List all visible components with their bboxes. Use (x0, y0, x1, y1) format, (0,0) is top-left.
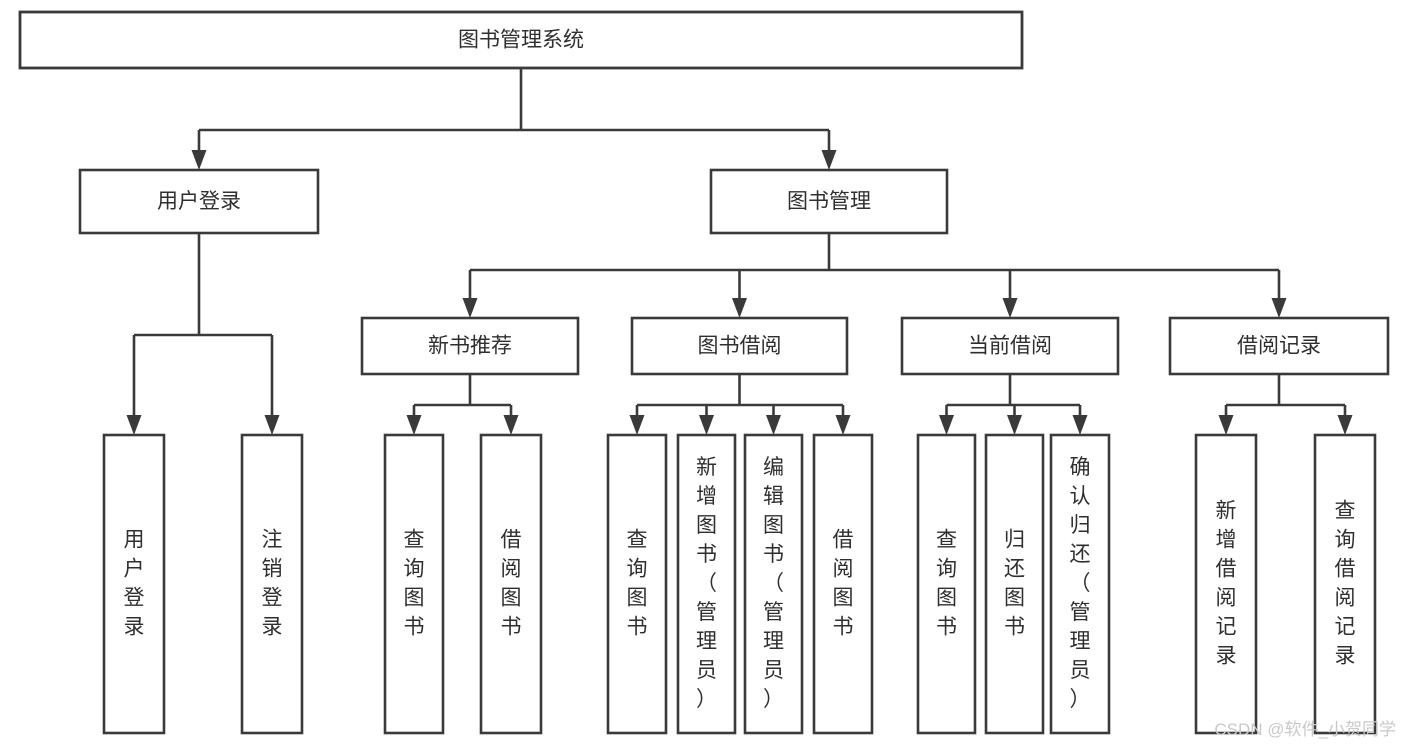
node-leaf-borrow-query-book[interactable]: 查询图书 (606, 433, 668, 735)
node-leaf-current-query-book[interactable]: 查询图书 (916, 433, 977, 735)
node-leaf-rec-query-book[interactable]: 查询图书 (383, 433, 445, 735)
node-box[interactable] (1168, 316, 1390, 376)
node-label: 查询图书 (936, 528, 957, 638)
node-box[interactable] (606, 433, 668, 735)
node-leaf-record-query[interactable]: 查询借阅记录 (1313, 433, 1377, 735)
node-box[interactable] (102, 433, 166, 735)
node-box[interactable] (479, 433, 543, 735)
arrow-head-icon (1271, 298, 1287, 318)
arrow-head-icon (1337, 415, 1353, 435)
node-box[interactable] (630, 316, 849, 376)
node-user-login[interactable]: 用户登录 (78, 168, 320, 235)
node-leaf-borrow-borrow-book[interactable]: 借阅图书 (812, 433, 874, 735)
node-label: 当前借阅 (968, 335, 1052, 358)
node-box[interactable] (18, 10, 1024, 70)
arrow-head-icon (1007, 415, 1022, 435)
node-label: 图书管理系统 (458, 29, 584, 52)
node-label: 查询借阅记录 (1335, 499, 1356, 667)
node-new-book-rec[interactable]: 新书推荐 (360, 316, 580, 376)
arrow-head-icon (835, 415, 851, 435)
node-label: 注销登录 (262, 528, 283, 638)
arrow-head-icon (629, 415, 645, 435)
node-box[interactable] (240, 433, 304, 735)
arrow-head-icon (406, 415, 422, 435)
node-box[interactable] (78, 168, 320, 235)
node-box[interactable] (984, 433, 1045, 735)
connectors-layer (126, 68, 1353, 435)
node-box[interactable] (812, 433, 874, 735)
arrow-head-icon (126, 415, 142, 435)
node-box[interactable] (360, 316, 580, 376)
node-leaf-user-login[interactable]: 用户登录 (102, 433, 166, 735)
csdn-watermark: CSDN @软件_小贺同学 (1214, 720, 1396, 739)
node-label: 用户登录 (157, 190, 241, 213)
node-label: 新书推荐 (428, 335, 512, 358)
node-box[interactable] (916, 433, 977, 735)
arrow-head-icon (732, 298, 747, 318)
node-leaf-current-return-book[interactable]: 归还图书 (984, 433, 1045, 735)
node-label: 借阅图书 (501, 528, 522, 638)
node-label: 新增借阅记录 (1216, 499, 1237, 667)
node-book-borrow[interactable]: 图书借阅 (630, 316, 849, 376)
node-label: 图书借阅 (698, 335, 782, 358)
node-label: 新增图书（管理员） (696, 456, 717, 711)
node-box[interactable] (900, 316, 1120, 376)
nodes-layer: 图书管理系统用户登录图书管理新书推荐图书借阅当前借阅借阅记录用户登录注销登录查询… (18, 10, 1390, 735)
node-leaf-borrow-edit-book[interactable]: 编辑图书（管理员） (743, 433, 804, 735)
node-book-manage[interactable]: 图书管理 (709, 168, 949, 235)
node-leaf-rec-borrow-book[interactable]: 借阅图书 (479, 433, 543, 735)
node-leaf-record-add[interactable]: 新增借阅记录 (1194, 433, 1258, 735)
node-box[interactable] (743, 433, 804, 735)
arrow-head-icon (1218, 415, 1234, 435)
node-label: 归还图书 (1004, 528, 1025, 638)
node-label: 借阅记录 (1237, 335, 1321, 358)
arrow-head-icon (766, 415, 781, 435)
node-label: 确认归还（管理员） (1070, 456, 1091, 711)
node-box[interactable] (709, 168, 949, 235)
arrow-head-icon (1072, 415, 1088, 435)
arrow-head-icon (191, 150, 207, 170)
node-box[interactable] (1313, 433, 1377, 735)
node-box[interactable] (383, 433, 445, 735)
node-leaf-user-logout[interactable]: 注销登录 (240, 433, 304, 735)
node-label: 编辑图书（管理员） (763, 456, 784, 711)
node-label: 查询图书 (404, 528, 425, 638)
node-leaf-current-confirm-return[interactable]: 确认归还（管理员） (1049, 433, 1111, 735)
node-box[interactable] (1194, 433, 1258, 735)
arrow-head-icon (939, 415, 954, 435)
node-root[interactable]: 图书管理系统 (18, 10, 1024, 70)
node-label: 查询图书 (627, 528, 648, 638)
node-box[interactable] (676, 433, 737, 735)
arrow-head-icon (699, 415, 714, 435)
node-label: 借阅图书 (833, 528, 854, 638)
arrow-head-icon (264, 415, 280, 435)
arrow-head-icon (503, 415, 519, 435)
node-leaf-borrow-add-book[interactable]: 新增图书（管理员） (676, 433, 737, 735)
node-box[interactable] (1049, 433, 1111, 735)
arrow-head-icon (821, 150, 837, 170)
arrow-head-icon (1002, 298, 1018, 318)
node-label: 图书管理 (787, 190, 871, 213)
node-current-borrow[interactable]: 当前借阅 (900, 316, 1120, 376)
node-borrow-record[interactable]: 借阅记录 (1168, 316, 1390, 376)
node-label: 用户登录 (124, 528, 145, 638)
arrow-head-icon (462, 298, 478, 318)
